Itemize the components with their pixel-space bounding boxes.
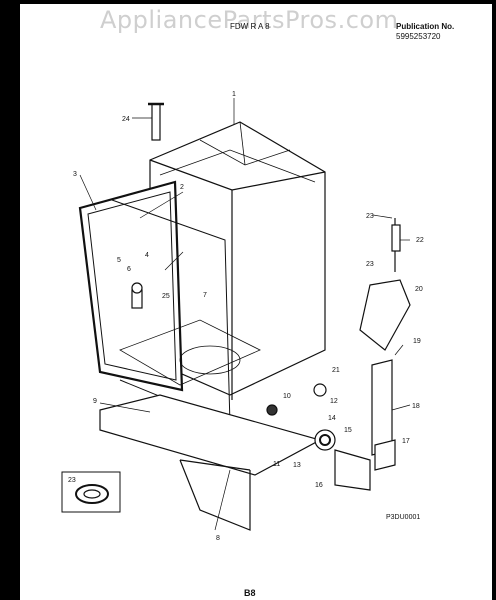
callout-19: 19	[413, 338, 421, 345]
callout-11: 11	[273, 461, 280, 468]
part-22	[391, 224, 401, 252]
inset-box	[61, 471, 121, 513]
callout-2: 2	[180, 184, 184, 191]
callout-10: 10	[283, 393, 291, 400]
watermark: AppliancePartsPros.com	[100, 6, 399, 34]
publication-label: Publication No.	[396, 22, 455, 31]
callout-16: 16	[315, 482, 323, 489]
callout-15: 15	[344, 427, 352, 434]
callout-24: 24	[122, 116, 130, 123]
callout-23a: 23	[366, 213, 374, 220]
fill-funnel	[359, 279, 411, 351]
door-gasket	[78, 180, 184, 392]
callout-4: 4	[145, 252, 149, 259]
vent-duct	[371, 359, 393, 456]
callout-5: 5	[117, 257, 121, 264]
callout-14: 14	[328, 415, 336, 422]
callout-1: 1	[232, 91, 236, 98]
callout-labels: 1 2 3 4 5 6 7 8 9 10 11 12 13 14 15 16 1…	[68, 91, 424, 542]
callout-6: 6	[127, 266, 131, 273]
page-number: B8	[244, 588, 256, 598]
callout-17: 17	[402, 438, 410, 445]
callout-23b: 23	[366, 261, 374, 268]
callout-9: 9	[93, 398, 97, 405]
callout-23-inset: 23	[68, 477, 76, 484]
publication-number: 5995253720	[396, 32, 441, 41]
callout-3: 3	[73, 171, 77, 178]
part-13	[314, 429, 336, 451]
callout-22: 22	[416, 237, 424, 244]
callout-8: 8	[216, 535, 220, 542]
callout-20: 20	[415, 286, 423, 293]
callout-18: 18	[412, 403, 420, 410]
part-10	[266, 404, 278, 416]
callout-12: 12	[330, 398, 338, 405]
callout-13: 13	[293, 462, 301, 469]
callout-21: 21	[332, 367, 340, 374]
part-15	[334, 449, 371, 491]
model-label: FDW R A 8	[230, 22, 270, 31]
callout-7: 7	[203, 292, 207, 299]
callout-25: 25	[162, 293, 170, 300]
base-plate	[99, 394, 322, 476]
diagram-code: P3DU0001	[386, 514, 421, 521]
